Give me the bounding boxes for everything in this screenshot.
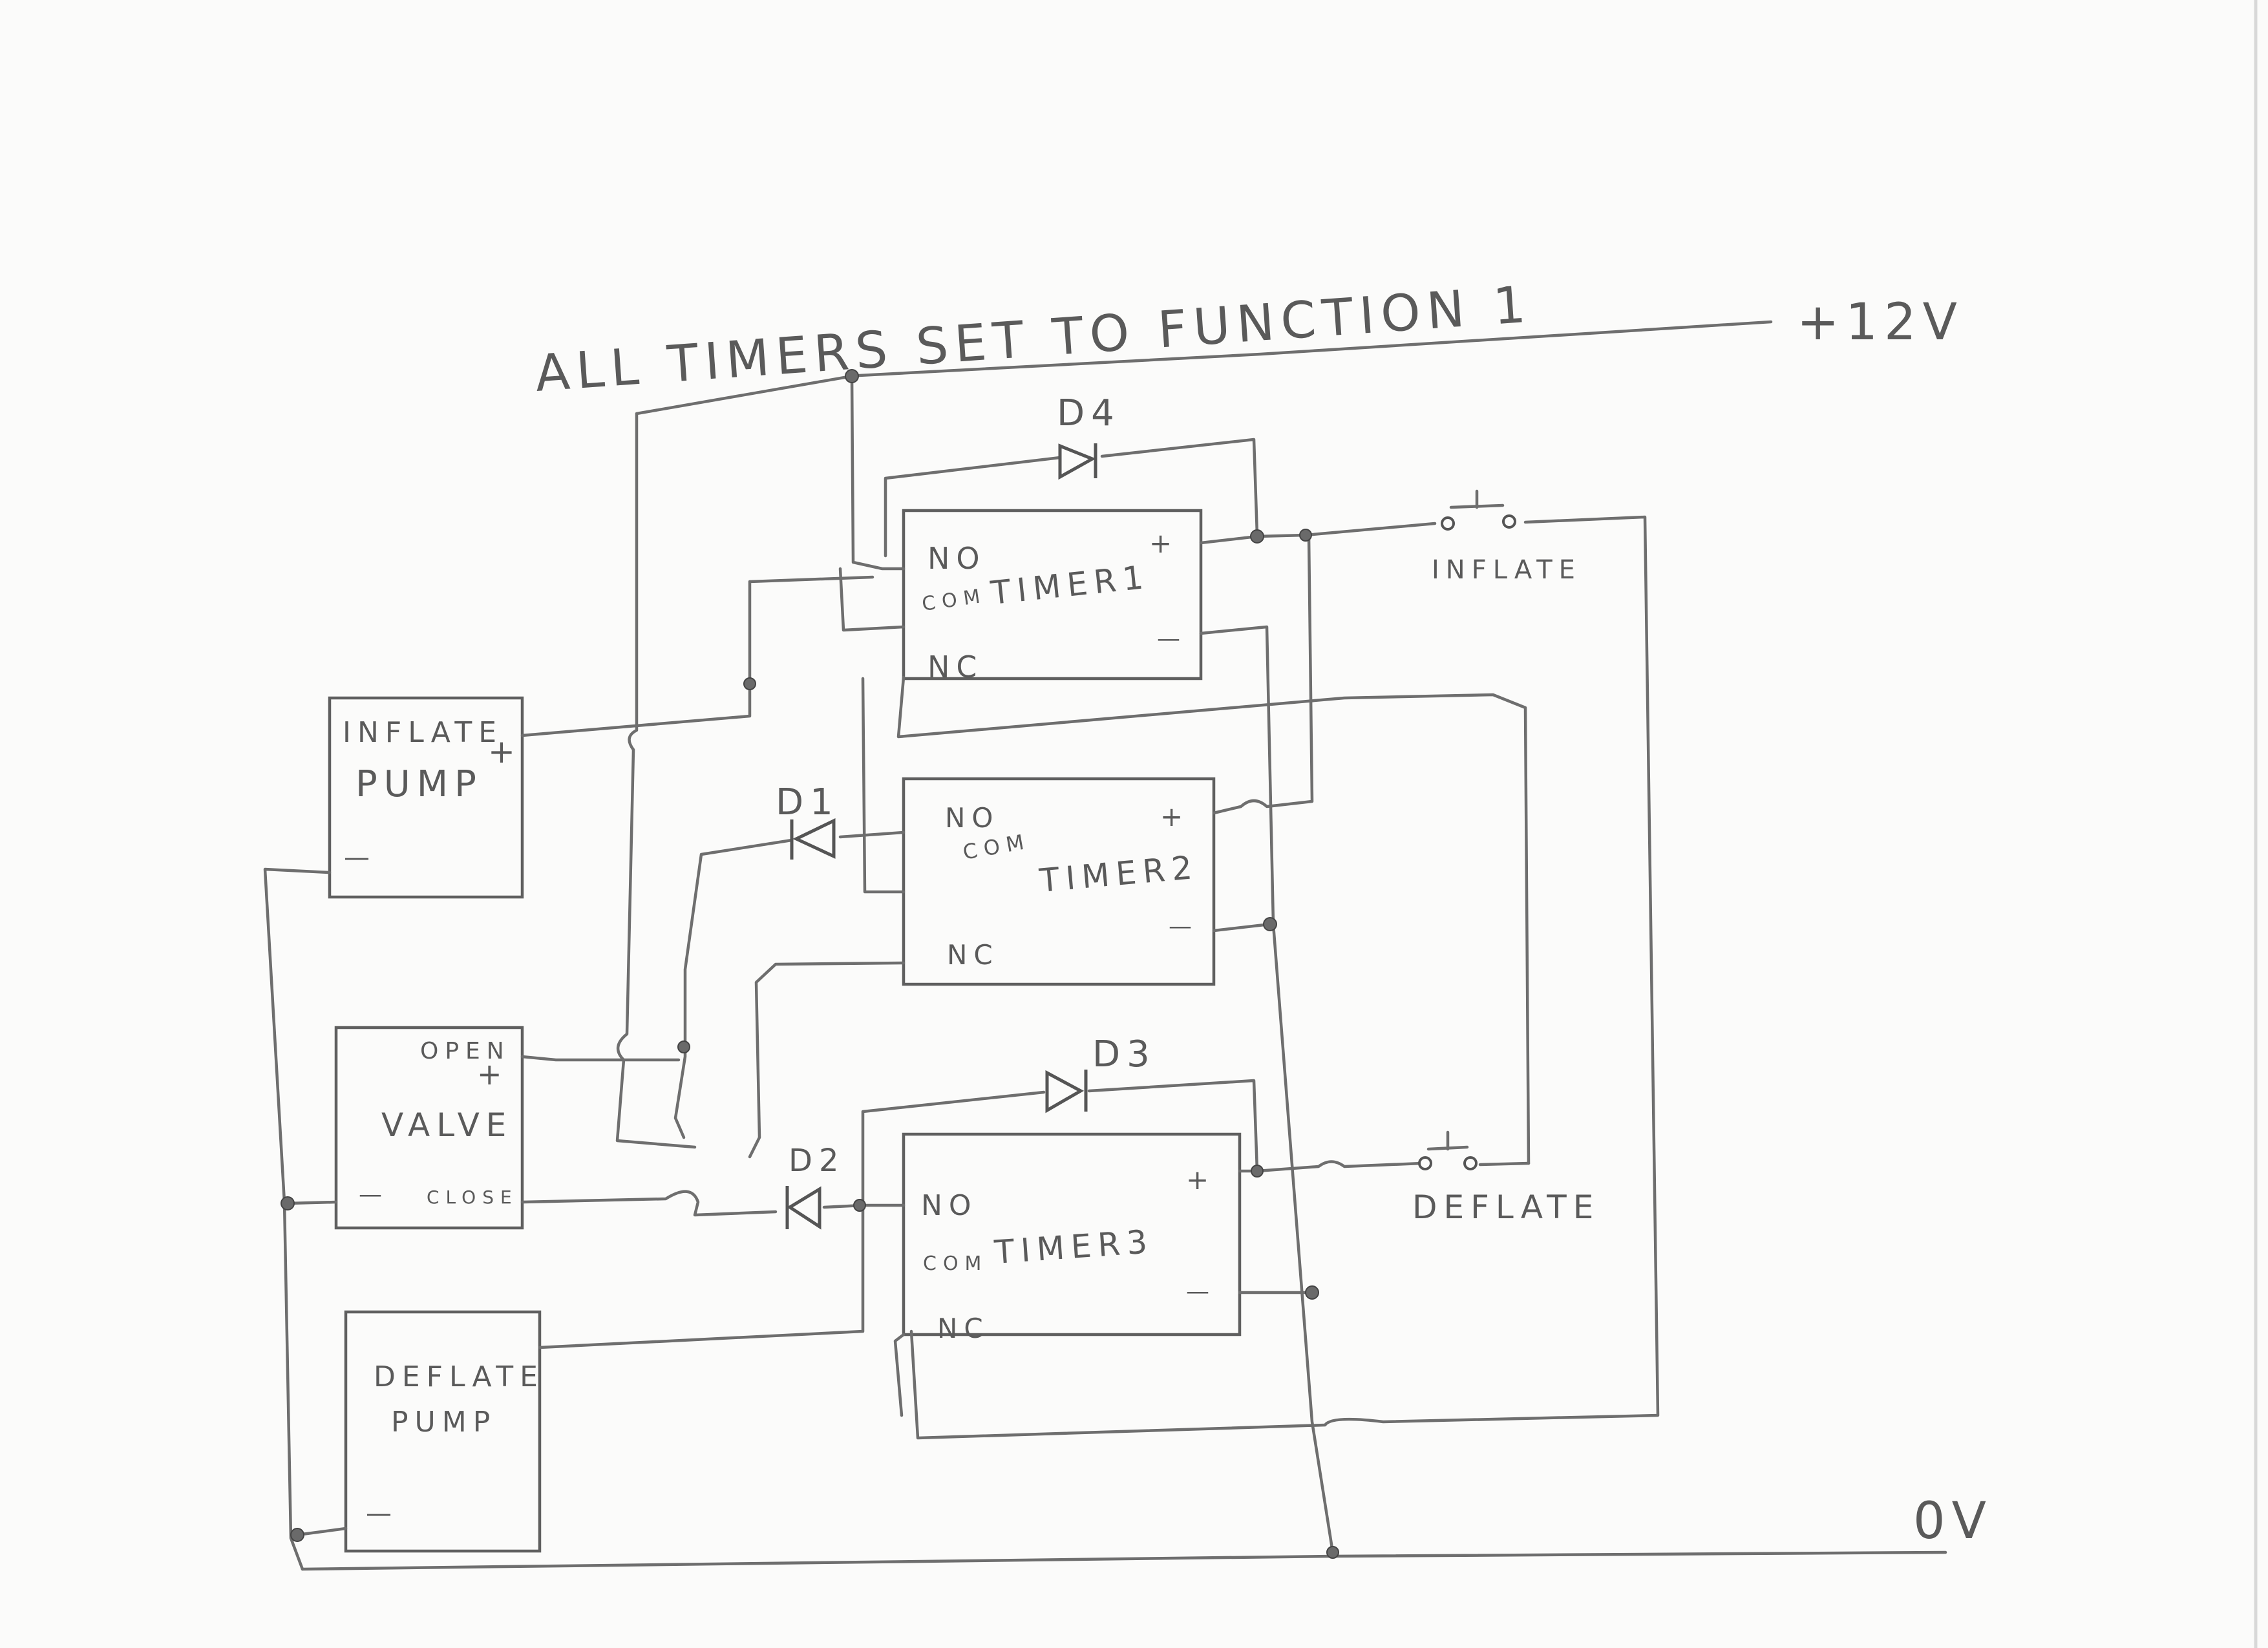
- timer3-minus: —: [1186, 1278, 1216, 1305]
- diode-label-d3: D3: [1092, 1033, 1156, 1075]
- timer2-plus: +: [1160, 801, 1189, 832]
- valve-label: VALVE: [381, 1106, 513, 1144]
- inflate-switch-label: INFLATE: [1432, 555, 1582, 585]
- diagram-title: ALL TIMERS SET TO FUNCTION 1: [533, 275, 1534, 403]
- timer1-nc: NC: [927, 650, 984, 684]
- valve-plus: +: [477, 1057, 509, 1092]
- timer1-no: NO: [927, 541, 986, 576]
- deflate-pump-minus: —: [366, 1499, 398, 1528]
- deflate-switch-label: DEFLATE: [1412, 1188, 1600, 1226]
- diode-d1: [790, 818, 836, 860]
- timer3-no: NO: [921, 1189, 978, 1222]
- diode-d2: [785, 1186, 821, 1230]
- inflate-switch: [1441, 489, 1516, 531]
- timer2-nc: NC: [947, 939, 999, 971]
- positive-rail: [845, 320, 1773, 378]
- inflate-pump-minus: —: [344, 843, 376, 872]
- timer1-label: TIMER1: [988, 558, 1151, 612]
- timer2-no: NO: [945, 802, 999, 834]
- inflate-pump-label-1: INFLATE: [343, 716, 503, 749]
- rail-label-positive: +12V: [1797, 293, 1964, 352]
- timer3-nc: NC: [937, 1313, 990, 1344]
- wiring: [263, 374, 1660, 1571]
- valve-open-label: OPEN: [420, 1038, 511, 1064]
- timer2-com: COM: [961, 829, 1032, 865]
- timer1-box: [902, 509, 1203, 681]
- inflate-pump-plus: +: [488, 733, 522, 770]
- ground-rail: [301, 1550, 1947, 1571]
- rail-label-ground: 0V: [1913, 1492, 1993, 1550]
- inflate-pump-box: [328, 696, 524, 899]
- timer3-plus: +: [1186, 1164, 1215, 1196]
- inflate-pump-label-2: PUMP: [355, 763, 483, 805]
- timer1-com: COM: [920, 584, 988, 616]
- diode-label-d2: D2: [789, 1143, 845, 1179]
- timer3-box: [902, 1132, 1242, 1336]
- deflate-pump-box: [344, 1310, 542, 1553]
- valve-box: [334, 1026, 524, 1230]
- deflate-pump-label-2: PUMP: [391, 1406, 496, 1439]
- valve-minus: —: [359, 1181, 388, 1208]
- timer2-minus: —: [1169, 913, 1198, 940]
- diode-label-d4: D4: [1057, 392, 1121, 434]
- timer1-plus: +: [1149, 527, 1178, 559]
- timer2-label: TIMER2: [1037, 849, 1200, 900]
- junction-nodes: [281, 369, 1339, 1559]
- diode-d3: [1045, 1070, 1088, 1114]
- diode-label-d1: D1: [776, 781, 840, 823]
- deflate-switch: [1418, 1130, 1478, 1170]
- valve-close-label: CLOSE: [427, 1187, 518, 1208]
- timer3-com: COM: [923, 1252, 988, 1275]
- timer1-minus: —: [1157, 626, 1187, 652]
- timer3-label: TIMER3: [993, 1223, 1155, 1271]
- timer2-box: [902, 777, 1216, 986]
- deflate-pump-label-1: DEFLATE: [374, 1360, 544, 1393]
- diode-d4: [1058, 443, 1097, 480]
